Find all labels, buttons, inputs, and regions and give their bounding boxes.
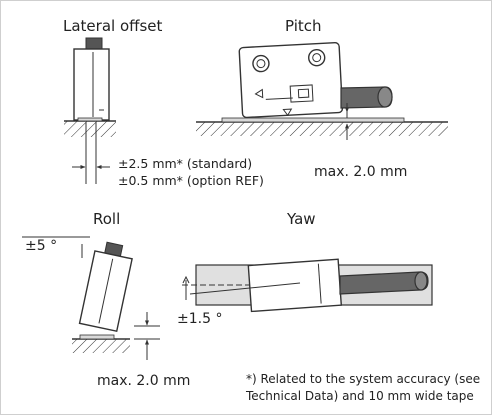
roll-title: Roll xyxy=(93,210,120,228)
yaw-angle-label: ±1.5 ° xyxy=(177,311,222,327)
roll-panel: Roll ±5 ° max. 2.0 mm xyxy=(22,210,190,389)
pitch-tape xyxy=(221,117,405,123)
pitch-max-label: max. 2.0 mm xyxy=(314,164,407,180)
pitch-screw-right-icon xyxy=(308,48,326,67)
lateral-sensor-body xyxy=(73,48,110,121)
roll-angle-label: ±5 ° xyxy=(25,238,57,254)
pitch-panel: Pitch max. 2.0 mm xyxy=(196,17,448,180)
yaw-title: Yaw xyxy=(286,210,316,228)
lateral-tape xyxy=(77,117,103,122)
pitch-sensor-body xyxy=(238,41,344,119)
lateral-tolerance-standard: ±2.5 mm* (standard) xyxy=(118,156,252,171)
yaw-panel: Yaw ±1.5 ° xyxy=(177,210,433,327)
roll-max-label: max. 2.0 mm xyxy=(97,373,190,389)
yaw-angle-line xyxy=(189,282,301,295)
pitch-arrow-down-icon xyxy=(282,108,293,117)
pitch-ground-hatch xyxy=(196,122,448,136)
yaw-sensor-body xyxy=(247,258,343,313)
lateral-sensor-cap xyxy=(85,37,103,50)
pitch-title: Pitch xyxy=(285,17,322,35)
lateral-offset-title: Lateral offset xyxy=(63,17,163,35)
pitch-arrow-left-icon xyxy=(254,88,264,99)
lateral-tolerance-option: ±0.5 mm* (option REF) xyxy=(118,173,264,188)
roll-ground-hatch xyxy=(72,339,130,353)
pitch-screw-left-icon xyxy=(252,54,270,73)
footnote-line-1: *) Related to the system accuracy (see xyxy=(246,372,480,386)
lateral-ground-hatch xyxy=(64,121,116,137)
roll-tape xyxy=(79,334,115,340)
lateral-offset-panel: Lateral offset ±2.5 mm* (standard) ±0.5 … xyxy=(63,17,264,188)
footnote-line-2: Technical Data) and 10 mm wide tape xyxy=(245,389,474,403)
